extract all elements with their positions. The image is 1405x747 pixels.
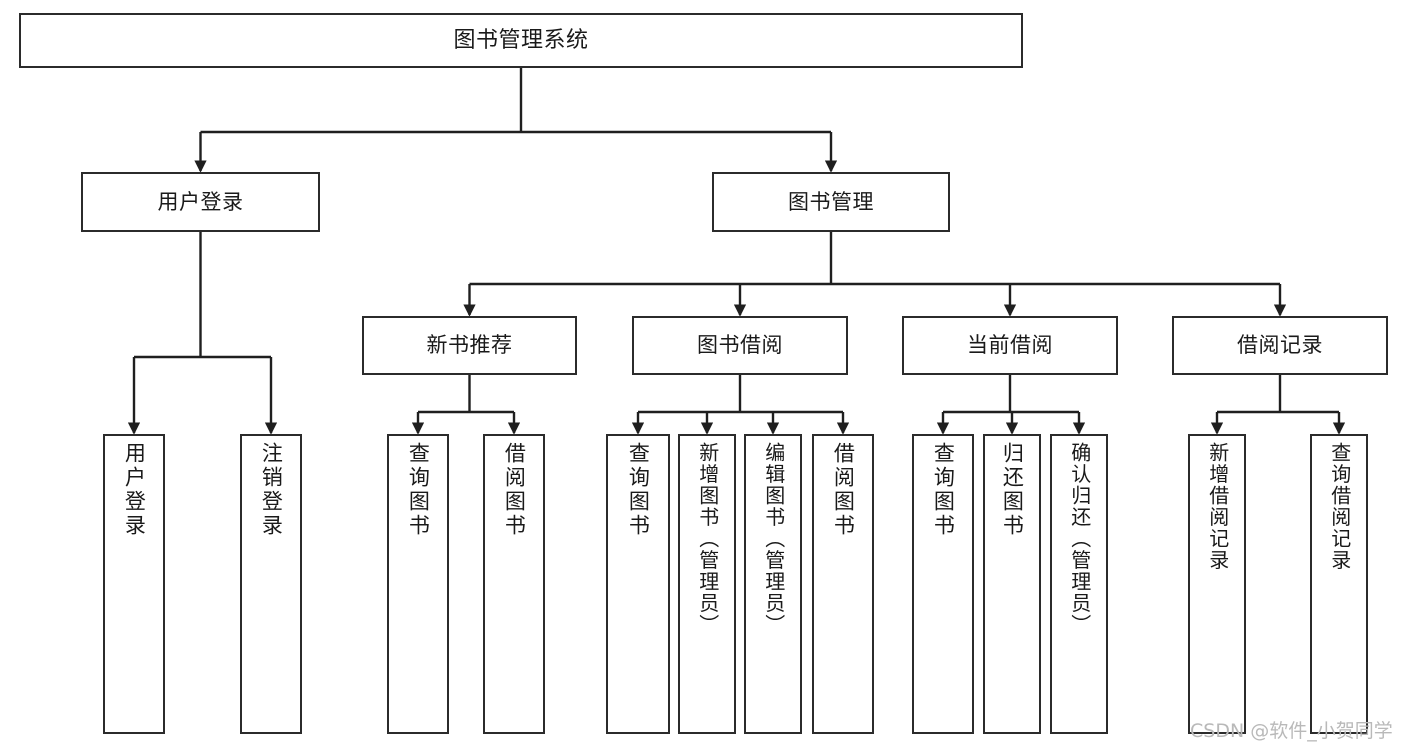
node-leaf-new-borrow[interactable]: 借阅图书 (483, 434, 545, 734)
node-label: 用户登录 (122, 442, 147, 538)
node-label: 图书借阅 (697, 333, 783, 358)
node-leaf-user-login[interactable]: 用户登录 (103, 434, 165, 734)
node-label: 注销登录 (259, 442, 284, 538)
node-label: 归还图书 (1000, 442, 1025, 538)
node-l2-book[interactable]: 图书管理 (712, 172, 950, 232)
node-label: 查询图书 (626, 442, 651, 538)
node-l3-current[interactable]: 当前借阅 (902, 316, 1118, 375)
node-label: 确认归还（管理员） (1067, 442, 1092, 636)
node-leaf-b-add[interactable]: 新增图书（管理员） (678, 434, 736, 734)
node-leaf-r-add[interactable]: 新增借阅记录 (1188, 434, 1246, 734)
node-label: 当前借阅 (967, 333, 1053, 358)
watermark: CSDN @软件_小贺同学 (1190, 720, 1393, 742)
node-label: 新增借阅记录 (1205, 442, 1230, 571)
node-label: 图书管理 (788, 189, 874, 214)
node-leaf-b-query[interactable]: 查询图书 (606, 434, 670, 734)
node-l3-borrow[interactable]: 图书借阅 (632, 316, 848, 375)
node-label: 查询借阅记录 (1327, 442, 1352, 571)
node-label: 图书管理系统 (453, 27, 589, 53)
node-label: 用户登录 (157, 189, 244, 214)
node-label: 新书推荐 (426, 333, 513, 358)
node-l2-user[interactable]: 用户登录 (81, 172, 320, 232)
node-leaf-c-query[interactable]: 查询图书 (912, 434, 974, 734)
node-leaf-c-return[interactable]: 归还图书 (983, 434, 1041, 734)
node-leaf-r-query[interactable]: 查询借阅记录 (1310, 434, 1368, 734)
node-leaf-b-borrow[interactable]: 借阅图书 (812, 434, 874, 734)
node-label: 查询图书 (406, 442, 431, 538)
node-leaf-b-edit[interactable]: 编辑图书（管理员） (744, 434, 802, 734)
node-label: 借阅图书 (502, 442, 527, 538)
node-leaf-c-confirm[interactable]: 确认归还（管理员） (1050, 434, 1108, 734)
node-l3-newbook[interactable]: 新书推荐 (362, 316, 577, 375)
node-label: 编辑图书（管理员） (761, 442, 786, 636)
node-label: 查询图书 (931, 442, 956, 538)
node-label: 新增图书（管理员） (695, 442, 720, 636)
node-label: 借阅图书 (831, 442, 856, 538)
node-root[interactable]: 图书管理系统 (19, 13, 1023, 68)
node-leaf-user-logout[interactable]: 注销登录 (240, 434, 302, 734)
node-label: 借阅记录 (1237, 333, 1323, 358)
node-l3-record[interactable]: 借阅记录 (1172, 316, 1388, 375)
node-leaf-new-query[interactable]: 查询图书 (387, 434, 449, 734)
